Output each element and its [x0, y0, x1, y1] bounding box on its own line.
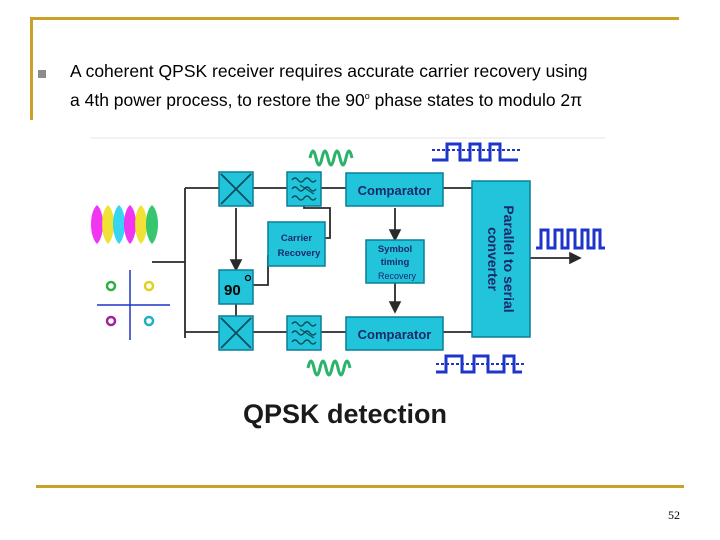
comparator-bottom: Comparator: [345, 316, 444, 351]
wire-filter-to-carrier: [303, 205, 331, 239]
degree-superscript: o: [364, 91, 370, 101]
carrier-recovery-block: Carrier Recovery: [267, 221, 326, 267]
low-pass-filter-top: [286, 171, 322, 207]
frame-left-rule: [30, 17, 33, 120]
bullet-line-2-pre: a 4th power process, to restore the 90: [70, 90, 365, 110]
comparator-bottom-label: Comparator: [358, 327, 432, 342]
symbol-timing-label-3: Recovery: [378, 271, 417, 281]
degree-symbol: [244, 274, 252, 282]
constellation-point-1: [105, 280, 117, 292]
phase-shifter-label: 90: [224, 282, 241, 299]
serial-output-waveform: [536, 228, 605, 250]
converter-label-1: Parallel to serial: [501, 205, 517, 312]
page-number: 52: [668, 508, 680, 522]
constellation-point-2: [143, 280, 155, 292]
digital-waveform-top: [432, 142, 520, 162]
carrier-recovery-label-1: Carrier: [281, 233, 312, 244]
converter-label-2: converter: [485, 227, 501, 291]
constellation-point-3: [105, 315, 117, 327]
bullet-marker: [38, 70, 46, 78]
bullet-text: A coherent QPSK receiver requires accura…: [70, 59, 690, 113]
signal-burst: [91, 205, 103, 244]
symbol-timing-label-1: Symbol: [378, 244, 412, 255]
mixer-top: [218, 171, 254, 207]
carrier-recovery-label-2: Recovery: [278, 248, 321, 259]
comparator-top-label: Comparator: [358, 183, 432, 198]
diagram-caption: QPSK detection: [243, 399, 447, 429]
comparator-top: Comparator: [345, 172, 444, 207]
symbol-timing-recovery-block: Symbol timing Recovery: [365, 239, 425, 284]
digital-waveform-bottom: [436, 354, 524, 374]
signal-burst: [146, 205, 158, 244]
bullet-line-1: A coherent QPSK receiver requires accura…: [70, 61, 588, 81]
bullet-line-2-post: phase states to modulo 2π: [369, 90, 583, 110]
wire-shifter-to-carrier: [253, 255, 269, 286]
phase-shifter-90: 90: [218, 269, 254, 305]
frame-bottom-rule: [36, 485, 684, 488]
analog-waveform-bottom: [306, 359, 352, 377]
frame-top-rule: [33, 17, 679, 20]
mixer-bottom: [218, 315, 254, 351]
constellation-point-4: [143, 315, 155, 327]
low-pass-filter-bottom: [286, 315, 322, 351]
signal-burst: [113, 205, 125, 244]
signal-burst: [135, 205, 147, 244]
qpsk-constellation: [97, 270, 170, 340]
input-signal-bursts: [91, 205, 158, 244]
signal-wiring: [152, 187, 582, 338]
parallel-to-serial-converter: Parallel to serial converter: [471, 180, 531, 338]
signal-burst: [102, 205, 114, 244]
signal-burst: [124, 205, 136, 244]
analog-waveform-top: [308, 149, 354, 167]
symbol-timing-label-2: timing: [381, 257, 410, 268]
